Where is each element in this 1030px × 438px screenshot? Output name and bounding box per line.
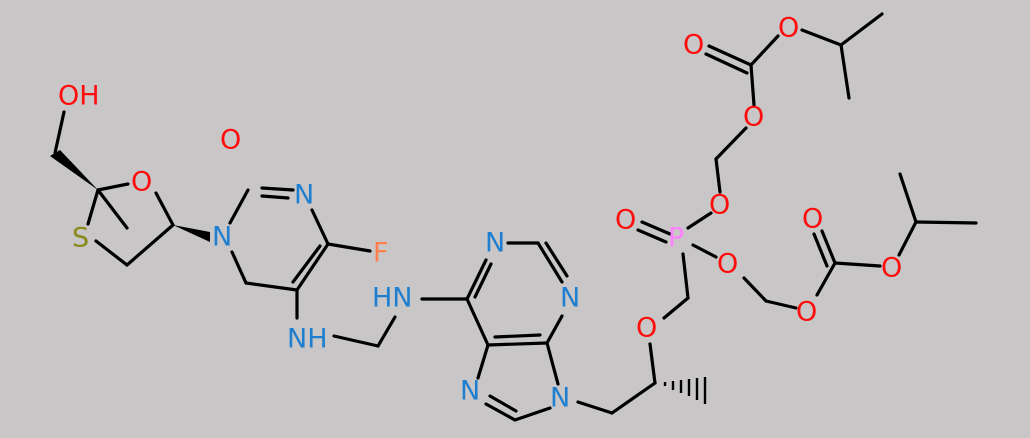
bond-oester-ch-upper xyxy=(800,28,843,47)
bond-c-o-double-lower-b xyxy=(812,232,829,268)
atom-ring-nitrogen: N xyxy=(212,222,232,253)
bond-n3-c4 xyxy=(310,208,330,246)
wedge-bond-c4-n1 xyxy=(173,225,210,242)
bond-o-ch2 xyxy=(662,296,690,320)
bond-n1-c2 xyxy=(228,188,250,225)
atom-ether-oxygen: O xyxy=(636,313,657,344)
bond-c-o-double-upper-b xyxy=(704,52,749,75)
atom-amine-nh-pyrimidine: NH xyxy=(287,324,328,355)
bond-c-oester-upper xyxy=(749,34,780,67)
bond-c6-n1-double xyxy=(473,262,493,299)
atom-purine-n7: N xyxy=(460,376,480,407)
bond-ch2-o-lower xyxy=(764,299,798,310)
bond-p-o-double-a xyxy=(640,220,672,236)
atom-sulfur: S xyxy=(72,223,89,254)
bond-c6-n1 xyxy=(230,250,248,285)
bond-c2-c6 xyxy=(96,188,129,230)
bond-c4-c5-double xyxy=(493,333,542,339)
bond-c2-o3 xyxy=(96,182,130,192)
bond-ch2-hn xyxy=(376,315,397,348)
bond-c4-c5-double xyxy=(291,244,322,284)
bond-c8-n9 xyxy=(513,406,552,422)
bond-c5-n7 xyxy=(476,343,490,380)
bond-ch2-ch xyxy=(610,381,657,415)
atom-purine-n1: N xyxy=(485,228,505,259)
bond-c6-n1 xyxy=(465,258,488,301)
atom-carbonate-ester-1: O xyxy=(778,13,799,44)
bond-n9-ch2 xyxy=(576,400,614,415)
bond-c2-n3-double xyxy=(260,194,290,200)
bond-p-o1 xyxy=(686,211,713,230)
atom-ring-oxygen: O xyxy=(131,167,152,198)
atom-amine-hn-purine: HN xyxy=(372,283,413,314)
bond-ch2-o-upper xyxy=(714,126,748,161)
atom-carbonyl-oxygen: O xyxy=(220,125,241,156)
atom-purine-n9: N xyxy=(550,383,570,414)
bond-ch2-p xyxy=(681,252,690,300)
bond-o-c-lower xyxy=(815,261,837,297)
bond-ch-me1-upper xyxy=(839,12,884,47)
atom-purine-n3: N xyxy=(560,283,580,314)
stereo-bonds xyxy=(50,150,707,404)
bond-o1-ch2 xyxy=(714,157,722,194)
bond-p-o2 xyxy=(691,243,718,259)
bond-c4-f xyxy=(326,242,372,253)
bond-n9-c4 xyxy=(545,341,560,386)
atom-acyloxy-oxygen-2: O xyxy=(796,297,817,328)
bond-oh-ch2 xyxy=(53,110,66,155)
bond-c2-n3-double xyxy=(544,241,569,278)
bond-c-o-double-lower-a xyxy=(820,229,837,265)
bond-ch-me1-lower xyxy=(914,220,978,225)
bonds xyxy=(53,12,978,422)
atom-phosphorus: P xyxy=(668,223,684,254)
bond-o2-ch2 xyxy=(742,276,768,303)
bond-n3-c4 xyxy=(545,314,564,345)
bond-nh-ch2 xyxy=(332,334,380,348)
bond-s1-c2 xyxy=(86,188,100,226)
atom-phosphonate-oxygen-2: O xyxy=(717,249,738,280)
bond-o-c-upper xyxy=(749,63,756,107)
atom-carbonate-ester-2: O xyxy=(881,253,902,284)
bond-n7-c8 xyxy=(484,402,517,422)
atom-carbonate-carbonyl-2: O xyxy=(802,204,823,235)
bond-c2-n3 xyxy=(260,186,295,192)
bond-o3-c4 xyxy=(154,191,175,227)
bond-c-o-double-upper-a xyxy=(707,44,753,67)
bond-c5-s1 xyxy=(94,239,129,267)
bond-p-o-double-b xyxy=(636,228,668,244)
atom-phosphoryl-oxygen: O xyxy=(615,205,636,236)
bond-ch-me2-lower xyxy=(898,172,918,224)
bond-c-oester-lower xyxy=(833,261,882,268)
atom-fluorine: F xyxy=(373,238,389,269)
bond-c5-c6 xyxy=(465,297,490,347)
bond-oester-ch-lower xyxy=(897,220,918,257)
bond-c2-n3 xyxy=(536,241,564,284)
atom-hydroxyl: OH xyxy=(58,81,100,112)
bond-ch-me2-upper xyxy=(839,43,851,100)
wedge-bond-c2-ch2 xyxy=(50,150,98,190)
bond-c4-c5 xyxy=(486,341,549,347)
bond-c4-c5 xyxy=(295,242,330,292)
atom-phosphonate-oxygen-1: O xyxy=(709,190,730,221)
bond-c5-c6 xyxy=(244,281,299,292)
bond-n7-c8-double xyxy=(488,394,518,413)
atom-labels: OH O S N O N F NH HN N N N N O P O O O O… xyxy=(58,13,902,414)
atom-carbonate-carbonyl-1: O xyxy=(683,30,704,61)
atom-pyrimidine-n3: N xyxy=(294,180,314,211)
bond-c4-c5 xyxy=(125,223,175,267)
atom-acyloxy-oxygen-1: O xyxy=(743,102,764,133)
bond-ch-o xyxy=(648,342,657,385)
hash-bond-ch-methyl xyxy=(663,377,707,404)
